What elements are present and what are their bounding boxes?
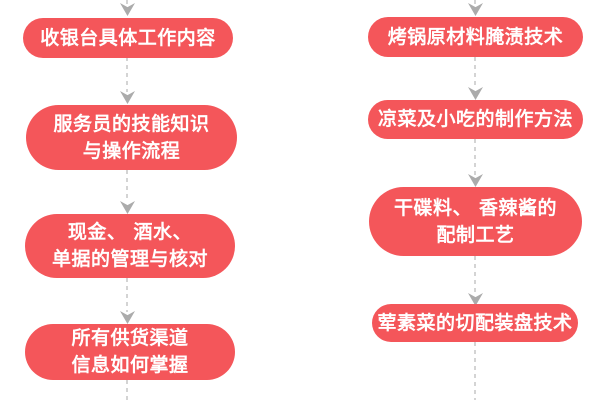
flow-node-right-2: 凉菜及小吃的制作方法 [368,100,583,139]
flow-node-right-3: 干碟料、 香辣酱的 配制工艺 [369,187,582,256]
connector-line [126,57,128,92]
connector-line [474,57,476,88]
flow-node-left-1: 收银台具体工作内容 [23,18,233,58]
connector-line [474,139,476,175]
flow-node-right-1: 烤锅原材料腌渍技术 [368,17,583,57]
arrow-down-icon [120,201,135,214]
arrow-down-icon [120,311,135,324]
arrow-down-icon [468,174,483,187]
arrow-down-icon [468,3,483,16]
connector-line [474,342,476,400]
connector-line [126,170,128,202]
connector-line [126,0,128,4]
flow-node-left-4: 所有供货渠道 信息如何掌握 [25,324,235,380]
arrow-down-icon [120,3,135,16]
connector-line [474,256,476,294]
connector-line [126,380,128,400]
connector-line [474,0,476,4]
flow-node-left-3: 现金、 酒水、 单据的管理与核对 [25,214,235,278]
arrow-down-icon [120,91,135,104]
flow-node-right-4: 荤素菜的切配装盘技术 [372,304,578,342]
arrow-down-icon [468,87,483,100]
connector-line [126,278,128,312]
flow-node-left-2: 服务员的技能知识 与操作流程 [26,105,237,170]
